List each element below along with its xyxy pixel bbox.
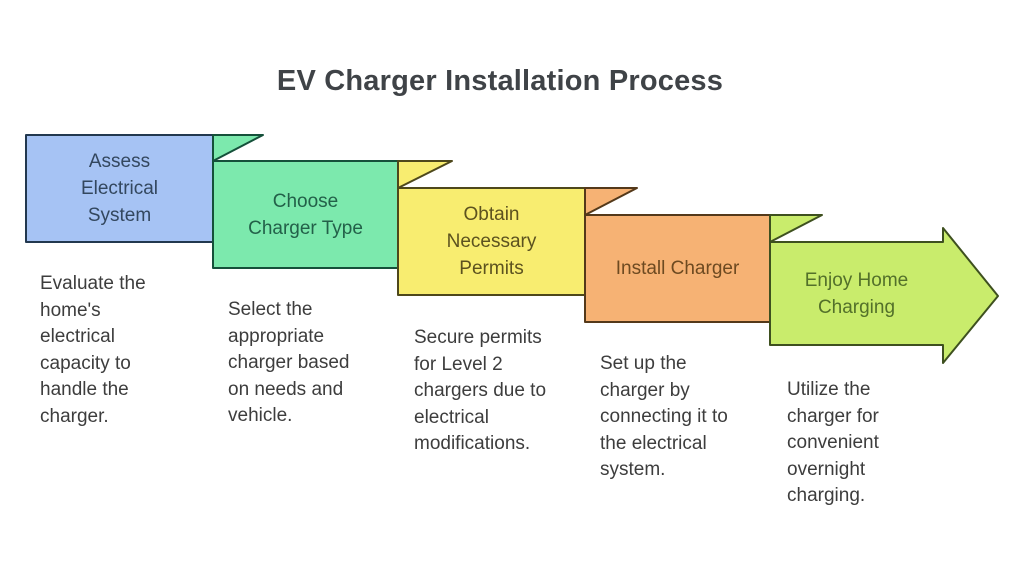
step-5-description: Utilize the charger for convenient overn… <box>787 379 879 506</box>
step-1-label: Assess Electrical System <box>80 151 159 226</box>
step-3-fold <box>397 160 453 189</box>
step-2-description: Select the appropriate charger based on … <box>228 299 350 426</box>
step-4-fold <box>584 187 638 216</box>
step-5-fold <box>769 214 823 243</box>
step-3-label: Obtain Necessary Permits <box>446 204 537 279</box>
step-5-label: Enjoy Home Charging <box>804 269 909 318</box>
step-5-arrow <box>769 227 999 364</box>
page-title: EV Charger Installation Process <box>276 65 724 97</box>
step-2-label: Choose Charger Type <box>248 190 363 239</box>
step-4-label: Install Charger <box>615 258 740 279</box>
step-1-description: Evaluate the home's electrical capacity … <box>40 273 146 427</box>
step-3-description: Secure permits for Level 2 chargers due … <box>414 327 547 454</box>
step-4-description: Set up the charger by connecting it to t… <box>600 353 728 480</box>
step-2-fold <box>212 134 264 162</box>
